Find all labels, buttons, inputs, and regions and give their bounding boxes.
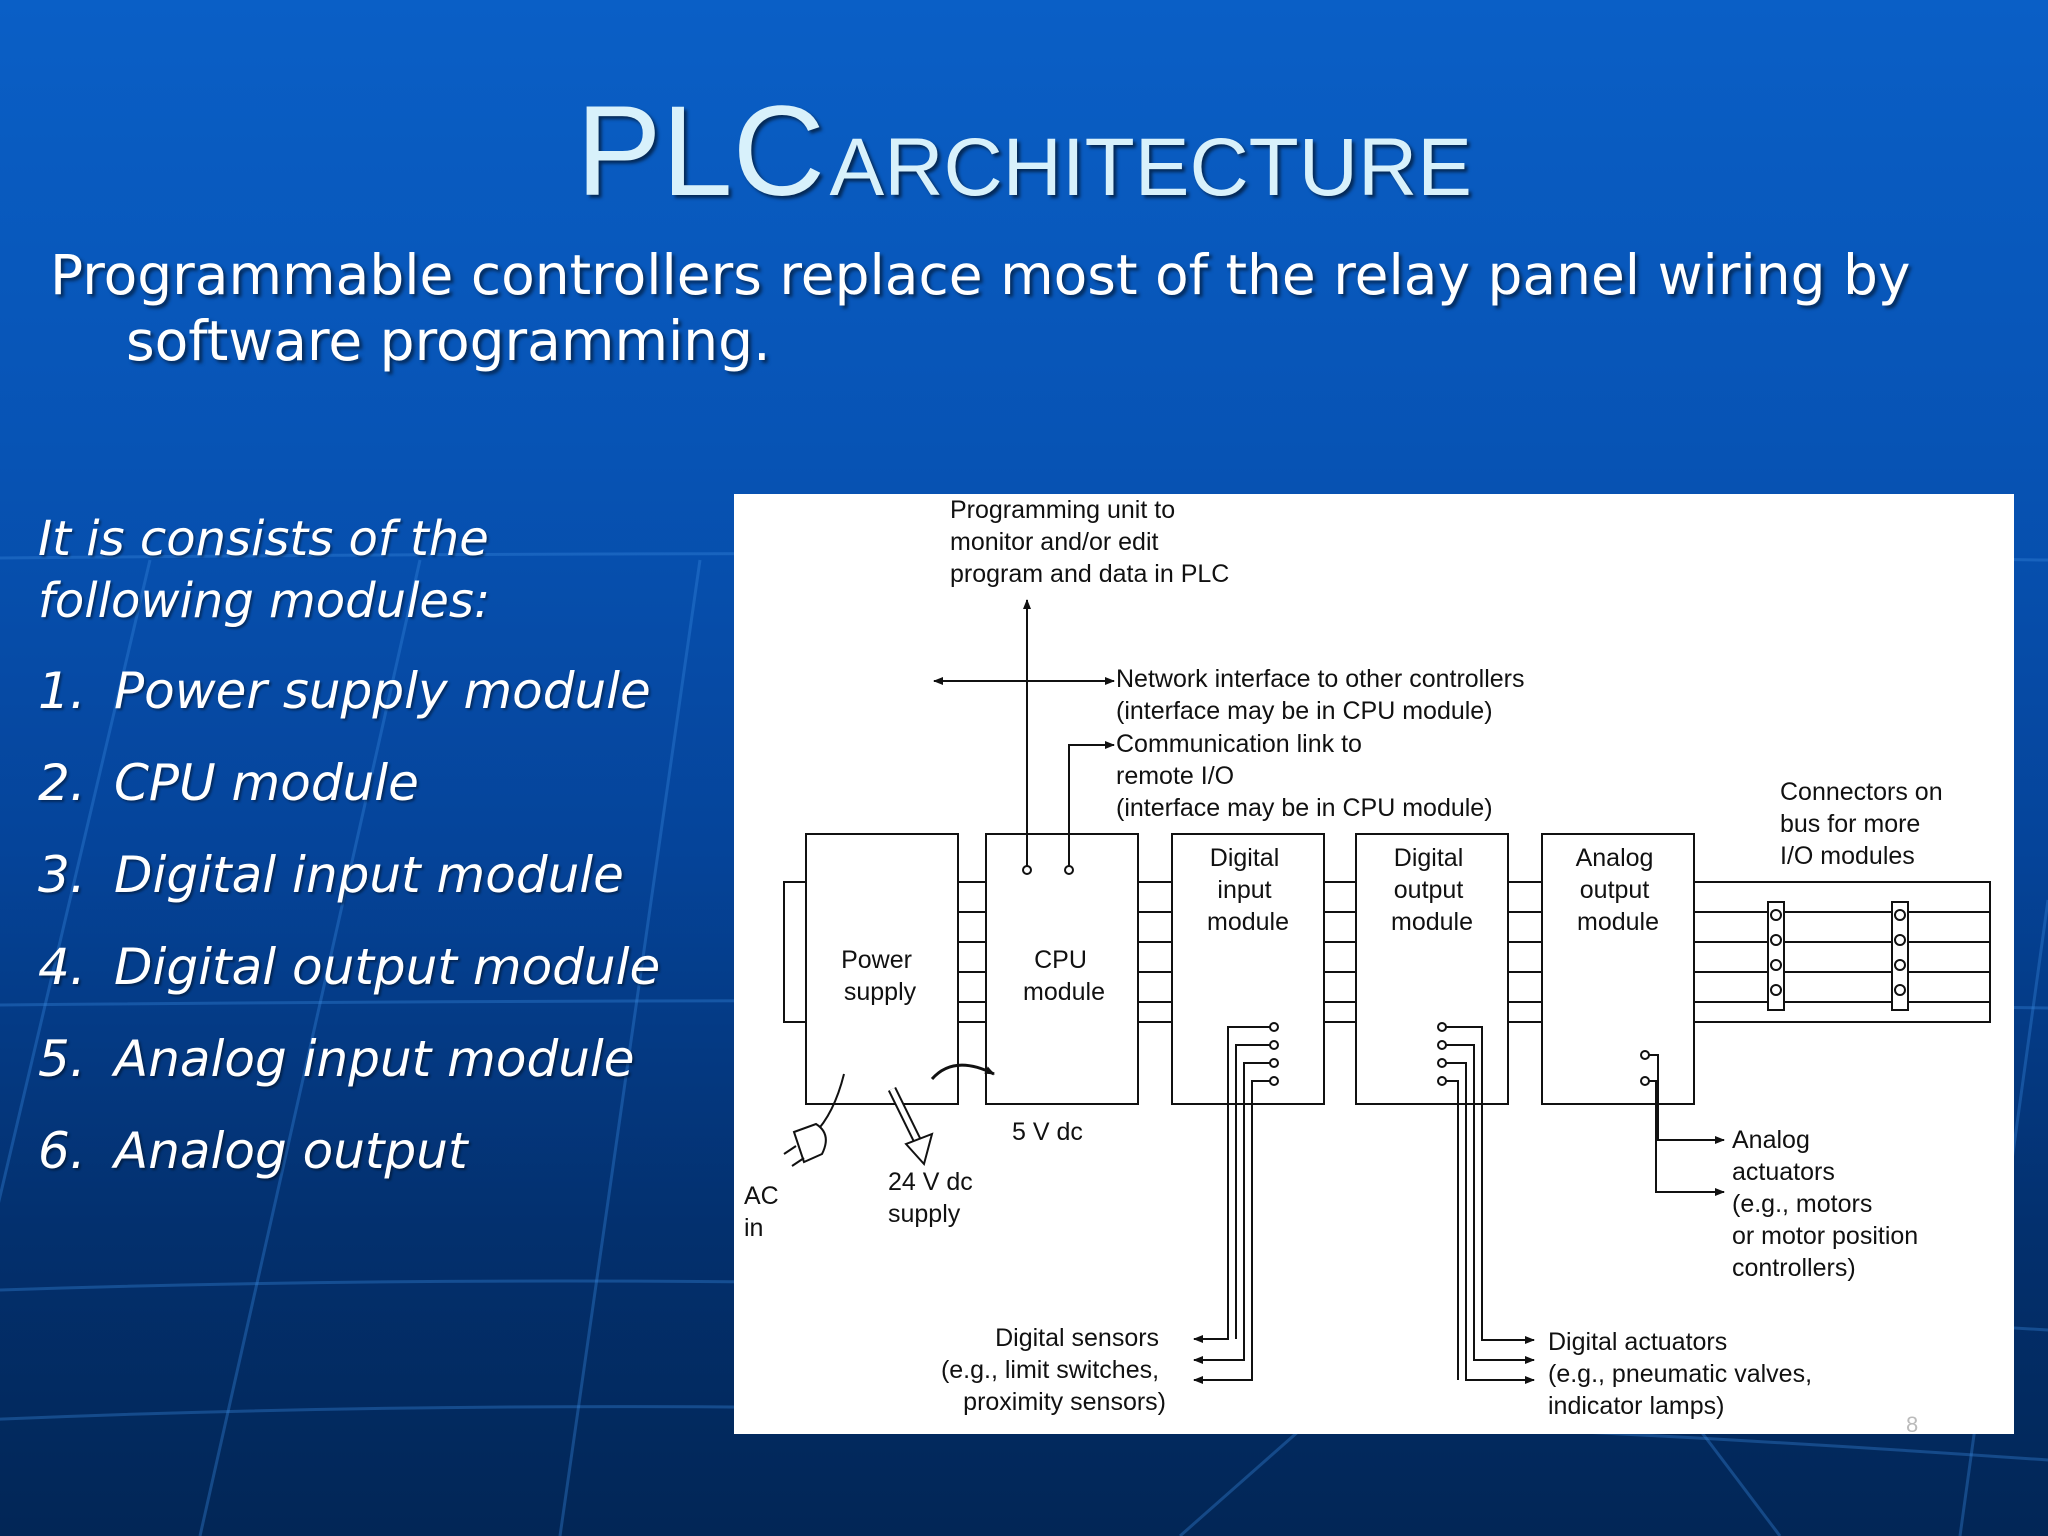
sensor-wires [1193,1022,1279,1384]
five-v-label: 5 V dc [1012,1118,1083,1146]
digital-sensors-label: Digital sensors (e.g., limit switches, p… [941,1324,1166,1416]
analog-output-label: Analog output module [1576,844,1661,936]
digital-output-label: Digital output module [1391,844,1473,936]
list-item: 1.Power supply module [38,662,651,720]
title-rest: ARCHITECTURE [829,122,1472,213]
title-main: PLC [576,80,826,223]
list-item: 5.Analog input module [38,1030,635,1088]
cpu-module-box [985,833,1139,1105]
intro-text: It is consists of the following modules: [38,511,491,629]
power-supply-label: Power supply [841,946,919,1006]
cpu-module-label: CPU module [1023,946,1105,1006]
bus-connector [1767,901,1785,1011]
digital-output-box [1355,833,1509,1105]
list-item: 4.Digital output module [38,938,661,996]
module-list: 1.Power supply module 2.CPU module 3.Dig… [38,658,660,1210]
analog-output-box [1541,833,1695,1105]
digital-actuators-label: Digital actuators (e.g., pneumatic valve… [1548,1328,1819,1420]
analog-actuators-label: Analog actuators (e.g., motors or motor … [1732,1126,1925,1282]
list-item: 2.CPU module [38,754,419,812]
slide-subtitle: Programmable controllers replace most of… [50,243,1911,373]
list-item: 6.Analog output [38,1122,468,1180]
list-item: 3.Digital input module [38,846,624,904]
plc-diagram: Programming unit to monitor and/or edit … [734,494,2014,1434]
ac-plug-icon [792,1122,827,1164]
power-supply-box [805,833,959,1105]
connectors-label: Connectors on bus for more I/O modules [1780,778,1950,870]
analog-actuator-wires [1640,1050,1725,1196]
comm-link-label: Communication link to remote I/O (interf… [1116,730,1493,822]
supply-24v-label: 24 V dc supply [888,1168,980,1228]
actuator-wires [1437,1022,1535,1384]
network-interface-label: Network interface to other controllers (… [1116,665,1531,725]
programming-unit-label: Programming unit to monitor and/or edit … [950,496,1229,588]
bus-lines [958,881,1990,1003]
slide-title: PLC ARCHITECTURE [0,78,2048,225]
comm-link-line [1068,741,1115,870]
ac-in-label: AC in [744,1182,786,1242]
digital-input-label: Digital input module [1207,844,1289,936]
cpu-arrow [930,1063,995,1081]
slide-number: 8 [1906,1412,1919,1437]
digital-input-box [1171,833,1325,1105]
bus-connector [1891,901,1909,1011]
